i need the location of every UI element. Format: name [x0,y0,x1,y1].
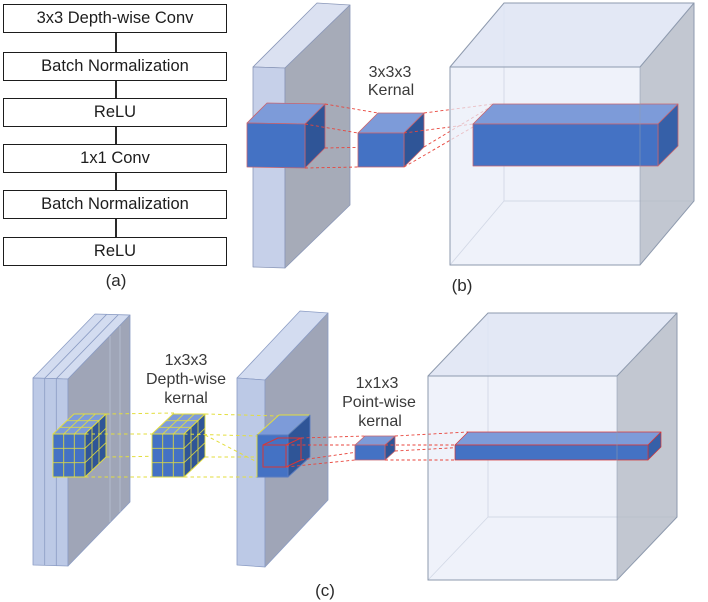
flowchart-panel-a: 3x3 Depth-wise Conv Batch Normalization … [0,0,240,300]
flowchart-box-label: Batch Normalization [41,195,189,213]
pointwise-kernel-label: 1x1x3 Point-wise kernal [342,375,416,430]
pointwise-kernel-c [354,435,396,461]
kernel-label-b: 3x3x3 Kernal [368,64,414,99]
bar-c-top-face [454,431,662,446]
flowchart-box-1x1-conv: 1x1 Conv [3,144,227,173]
dw-kernel-front-face [151,433,185,478]
pw-label-line3: kernal [358,413,402,430]
mid-cube-front-face [256,434,289,478]
red-dash-lines-c-left [285,435,366,468]
bar-c-front-face [454,444,649,461]
dw-label-line1: 1x3x3 [165,352,208,369]
cube-front-face [246,122,306,169]
flowchart-box-label: ReLU [93,242,137,260]
kernel-front-face [357,132,405,168]
receptive-cube-c [52,413,107,478]
flowchart-box-depthwise-conv: 3x3 Depth-wise Conv [3,4,227,33]
selection-box-c [262,437,302,468]
panel-b-label: (b) [452,276,473,295]
dw-label-line2: Depth-wise [146,371,226,388]
pw-kernel-front-face [354,444,386,461]
output-cube-b-top-face [450,3,694,67]
panel-a-label: (a) [105,271,127,290]
output-cube-c-top-face [428,313,677,376]
flowchart-box-label: Batch Normalization [41,57,189,75]
panel-c-label: (c) [315,581,335,600]
flowchart-box-batch-norm-2: Batch Normalization [3,190,227,219]
flowchart-box-batch-norm-1: Batch Normalization [3,52,227,81]
bar-top-face [472,103,679,125]
depthwise-kernel-label: 1x3x3 Depth-wise kernal [146,352,226,407]
output-cube-c-front-face [428,376,617,580]
kernel-cube-b [357,112,425,168]
flowchart-box-label: 3x3 Depth-wise Conv [36,9,194,27]
output-bar-c [454,431,662,461]
flowchart-box-relu-1: ReLU [3,98,227,127]
yellow-dash-lines-c-left [85,412,175,478]
output-cube-b-edges [449,2,695,266]
pw-label-line2: Point-wise [342,394,416,411]
output-bar-b [472,103,679,167]
kernel-label-b-line2: Kernal [368,82,414,99]
flowchart-box-label: 1x1 Conv [80,149,150,167]
receptive-cube-b [246,102,326,169]
input-slab-c [32,313,131,567]
pw-label-line1: 1x1x3 [356,375,399,392]
flowchart-box-label: ReLU [93,103,137,121]
flowchart-connector-line [115,18,117,252]
cube-c-front-face [52,433,86,478]
bar-front-face [472,123,659,167]
depthwise-kernel-c [151,413,206,478]
kernel-label-b-line1: 3x3x3 [369,64,412,81]
output-cube-c-edges [427,312,678,581]
dw-label-line3: kernal [164,390,208,407]
flowchart-box-relu-2: ReLU [3,237,227,266]
